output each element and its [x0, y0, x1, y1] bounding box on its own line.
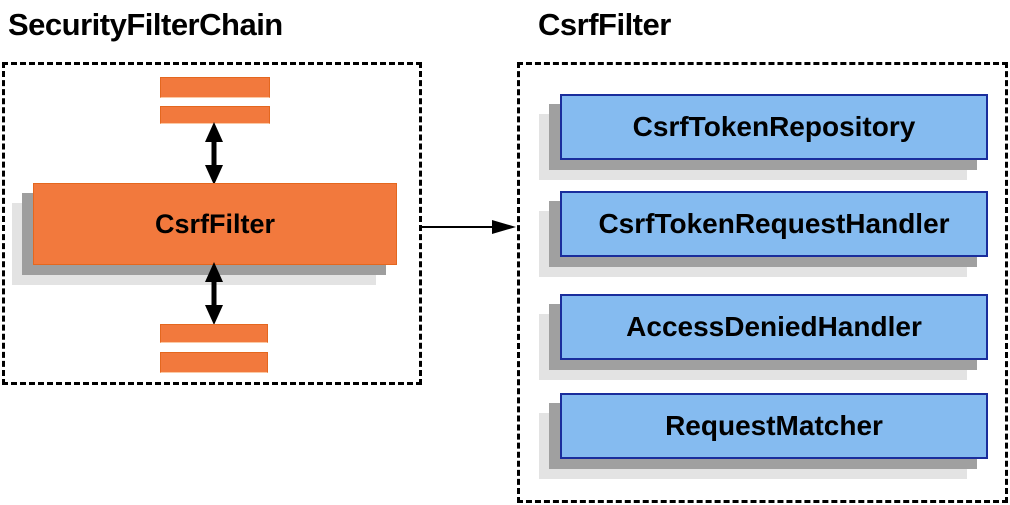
- filter-placeholder-bar: [160, 324, 268, 343]
- security-filter-chain-container: [2, 62, 422, 385]
- component-box-access-denied-handler: AccessDeniedHandler: [560, 294, 988, 360]
- component-label: RequestMatcher: [665, 410, 883, 441]
- filter-placeholder-bar: [160, 352, 268, 373]
- bidirectional-arrow-icon: [202, 262, 226, 325]
- csrf-filter-detail-container: [517, 62, 1008, 503]
- component-box-csrf-token-repository: CsrfTokenRepository: [560, 94, 988, 160]
- csrf-filter-title: CsrfFilter: [538, 7, 671, 42]
- filter-placeholder-bar: [160, 106, 270, 124]
- csrf-filter-box-label: CsrfFilter: [154, 208, 276, 239]
- flow-arrow-icon: [420, 218, 517, 236]
- component-label: AccessDeniedHandler: [626, 311, 922, 342]
- component-box-request-matcher: RequestMatcher: [560, 393, 988, 459]
- filter-placeholder-bar: [160, 77, 270, 98]
- component-box-csrf-token-request-handler: CsrfTokenRequestHandler: [560, 191, 988, 257]
- component-label: CsrfTokenRepository: [632, 111, 916, 142]
- component-label: CsrfTokenRequestHandler: [598, 208, 950, 239]
- bidirectional-arrow-icon: [202, 122, 226, 185]
- security-filter-chain-title: SecurityFilterChain: [8, 7, 283, 42]
- csrf-filter-box: CsrfFilter: [33, 183, 397, 265]
